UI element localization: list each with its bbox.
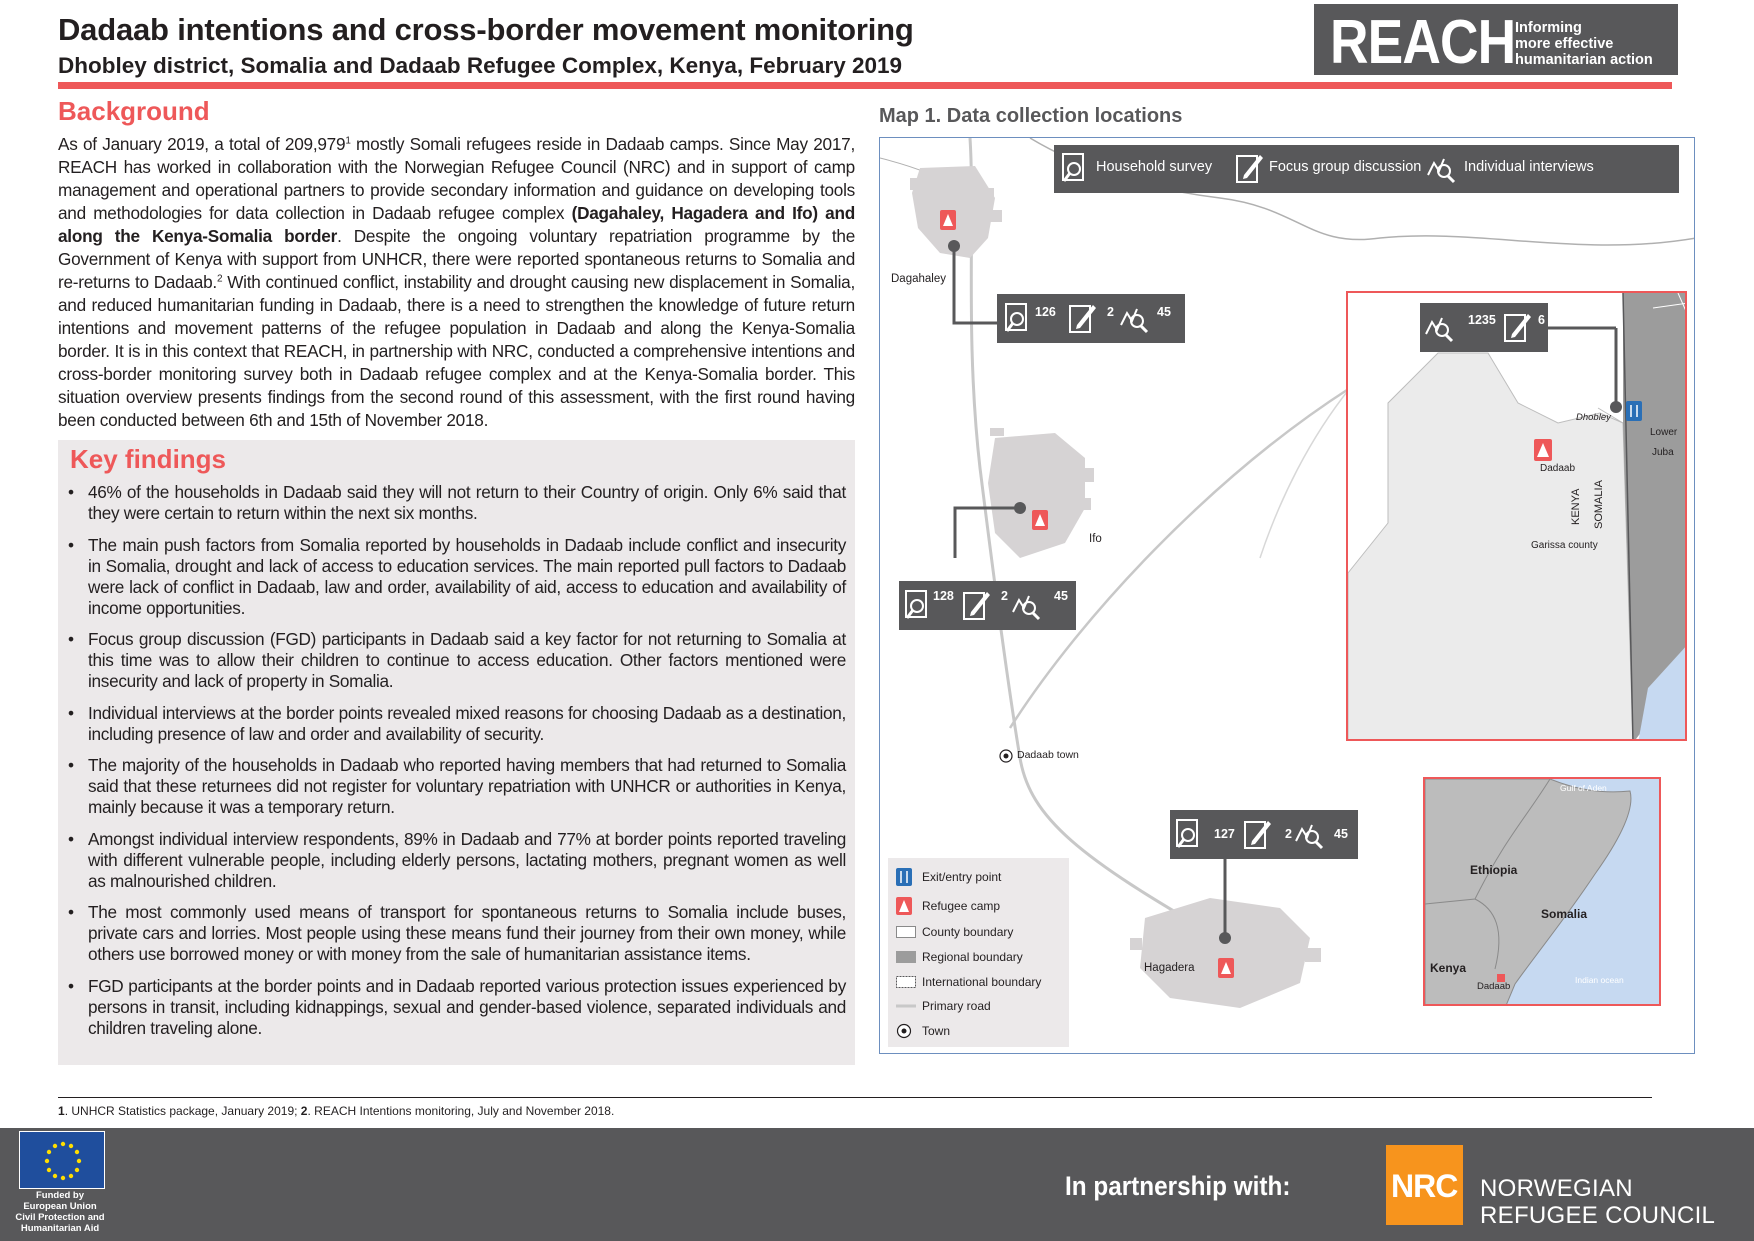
household-survey-icon [1176, 819, 1198, 848]
border-fgd-count: 6 [1538, 313, 1545, 327]
hagadera-counts: 127 2 45 [1170, 810, 1358, 859]
international-boundary-icon [896, 976, 916, 988]
lower-juba-label-2: Juba [1652, 447, 1674, 458]
reach-logo: REACH Informing more effective humanitar… [1314, 4, 1678, 77]
camp-marker [940, 210, 1234, 978]
household-survey-icon [1062, 153, 1084, 182]
dagahaley-counts: 126 2 45 [997, 294, 1185, 343]
individual-interview-icon [1012, 595, 1041, 621]
footnote-divider [58, 1097, 1652, 1098]
garissa-county-label: Garissa county [1531, 540, 1598, 551]
list-item: 46% of the households in Dadaab said the… [68, 482, 846, 524]
eu-flag-logo [19, 1131, 105, 1189]
primary-road-icon [896, 1004, 916, 1008]
reach-logo-word: REACH [1330, 8, 1516, 77]
nrc-name: NORWEGIAN REFUGEE COUNCIL [1480, 1175, 1716, 1229]
ifo-household-count: 128 [933, 589, 954, 603]
reach-logo-tagline: Informing more effective humanitarian ac… [1515, 20, 1653, 68]
background-heading: Background [58, 96, 210, 126]
map-survey-legend: Household survey Focus group discussion … [1054, 145, 1679, 193]
list-item: Individual interviews at the border poin… [68, 703, 846, 745]
list-item: The main push factors from Somalia repor… [68, 535, 846, 619]
background-paragraph: As of January 2019, a total of 209,9791 … [58, 134, 856, 430]
page-title: Dadaab intentions and cross-border movem… [58, 12, 914, 47]
gulf-of-aden-label: Gulf of Aden [1560, 783, 1607, 793]
key-findings-heading: Key findings [70, 444, 227, 474]
focus-group-icon [1244, 821, 1271, 849]
footnotes: 1. UNHCR Statistics package, January 201… [58, 1104, 615, 1118]
header-divider [58, 82, 1672, 89]
lower-juba-label-1: Lower [1650, 427, 1678, 438]
map-base [880, 138, 1694, 1008]
hagadera-fgd-count: 2 [1285, 827, 1292, 841]
list-item: Amongst individual interview respondents… [68, 829, 846, 892]
ifo-counts: 128 2 45 [899, 581, 1076, 630]
individual-interview-icon [1425, 317, 1454, 343]
dhobley-label: Dhobley [1576, 412, 1611, 423]
overview-dadaab-label: Dadaab [1477, 981, 1511, 992]
key-findings-list: 46% of the households in Dadaab said the… [68, 482, 846, 1049]
hagadera-household-count: 127 [1214, 827, 1235, 841]
hagadera-label: Hagadera [1144, 962, 1195, 974]
dagahaley-household-count: 126 [1035, 305, 1056, 319]
hagadera-interview-count: 45 [1334, 827, 1348, 841]
focus-group-icon [1504, 314, 1531, 342]
dadaab-town-label: Dadaab town [1017, 749, 1079, 761]
overview-inset-base [1425, 779, 1632, 1004]
overview-somalia-label: Somalia [1541, 907, 1588, 921]
eu-stars-icon [44, 1141, 82, 1181]
ifo-interview-count: 45 [1054, 589, 1068, 603]
inset-dadaab-label: Dadaab [1540, 463, 1576, 474]
focus-group-icon [1069, 305, 1096, 333]
individual-interview-icon [1427, 158, 1456, 184]
partnership-label: In partnership with: [1065, 1171, 1291, 1201]
map-legend: Exit/entry point Refugee camp County bou… [888, 858, 1069, 1047]
legend-household-label: Household survey [1096, 159, 1213, 175]
somalia-border-label: SOMALIA [1593, 480, 1605, 529]
focus-group-icon [963, 592, 990, 620]
ethiopia-label: Ethiopia [1470, 863, 1518, 877]
dagahaley-label: Dagahaley [891, 273, 946, 285]
regional-boundary-icon [896, 951, 916, 963]
town-icon [896, 1023, 912, 1039]
page-subtitle: Dhobley district, Somalia and Dadaab Ref… [58, 53, 903, 78]
ifo-fgd-count: 2 [1001, 589, 1008, 603]
list-item: The majority of the households in Dadaab… [68, 755, 846, 818]
legend-interviews-label: Individual interviews [1464, 159, 1594, 175]
legend-fgd-label: Focus group discussion [1269, 159, 1422, 175]
individual-interview-icon [1295, 824, 1324, 850]
individual-interview-icon [1120, 308, 1149, 334]
dagahaley-fgd-count: 2 [1107, 305, 1114, 319]
border-inset-map: 1235 6 Dhobley Dadaab Lower Juba KENYA S… [1346, 291, 1687, 741]
list-item: Focus group discussion (FGD) participant… [68, 629, 846, 692]
dagahaley-interview-count: 45 [1157, 305, 1171, 319]
border-counts: 1235 6 [1420, 303, 1548, 352]
border-interview-count: 1235 [1468, 313, 1496, 327]
eu-caption: Funded by European Union Civil Protectio… [15, 1190, 105, 1234]
map-title: Map 1. Data collection locations [879, 105, 1183, 127]
overview-kenya-label: Kenya [1430, 961, 1467, 975]
household-survey-icon [905, 590, 927, 619]
kenya-border-label: KENYA [1570, 488, 1582, 525]
nrc-logo: NRC [1386, 1145, 1463, 1225]
map-frame: Household survey Focus group discussion … [879, 137, 1695, 1054]
border-inset-base [1348, 293, 1685, 739]
list-item: The most commonly used means of transpor… [68, 902, 846, 965]
household-survey-icon [1005, 303, 1027, 332]
focus-group-icon [1236, 155, 1263, 183]
refugee-camp-icon [896, 897, 912, 915]
indian-ocean-label: Indian ocean [1575, 975, 1624, 985]
ifo-label: Ifo [1089, 533, 1102, 545]
county-boundary-icon [896, 926, 916, 938]
exit-entry-icon [896, 868, 912, 886]
overview-inset-map: Gulf of Aden Ethiopia Somalia Kenya Dada… [1423, 777, 1661, 1006]
list-item: FGD participants at the border points an… [68, 976, 846, 1039]
